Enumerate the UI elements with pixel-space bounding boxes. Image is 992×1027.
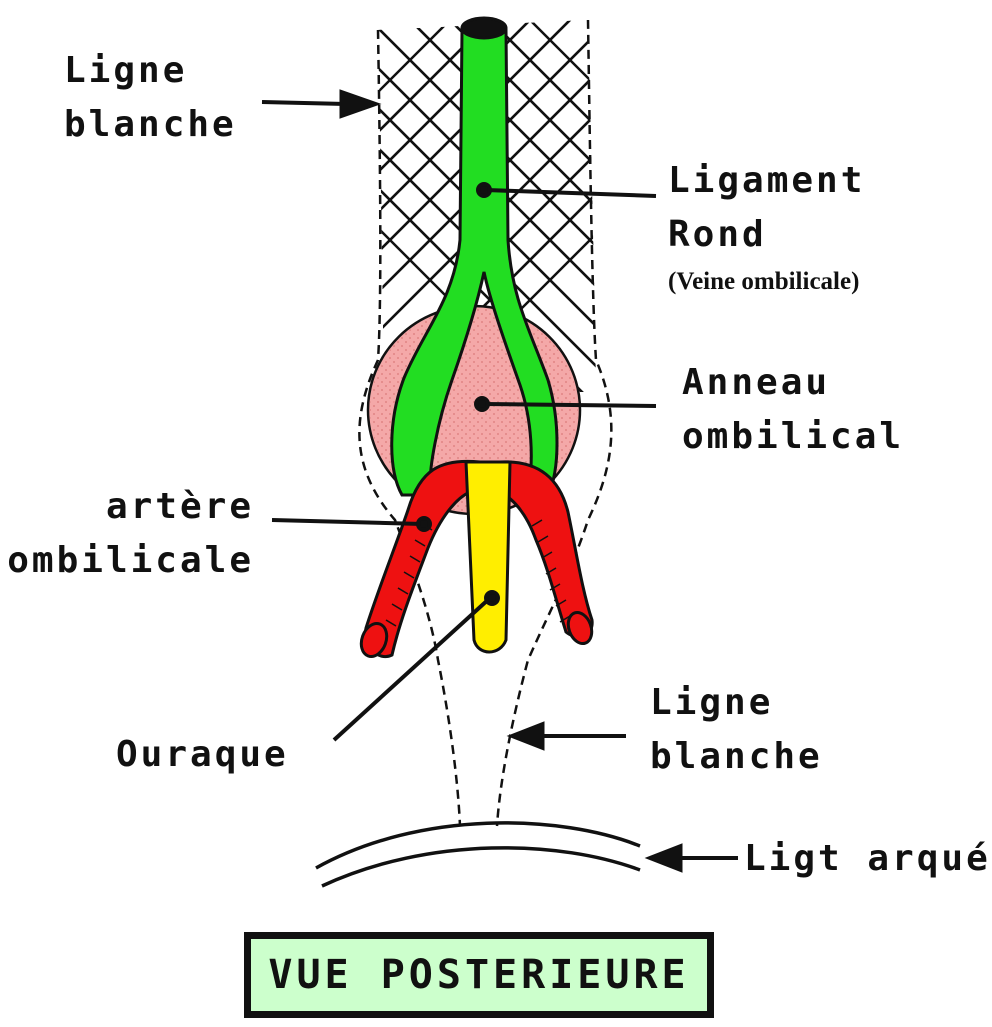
arrow-ligne-blanche-bottom: [508, 722, 626, 750]
label-ligt-arque: Ligt arqué: [744, 832, 991, 886]
label-ligne-blanche-top-line1: Ligne: [64, 44, 237, 98]
label-artere-ombilicale-line2: ombilicale: [7, 534, 254, 588]
label-ligne-blanche-bottom: Ligne blanche: [650, 676, 823, 784]
label-ligne-blanche-bottom-line2: blanche: [650, 730, 823, 784]
label-anneau-ombilical-line2: ombilical: [682, 410, 904, 464]
label-ligament-rond-line1: Ligament: [668, 154, 865, 208]
label-ouraque: Ouraque: [116, 728, 289, 782]
label-artere-ombilicale: artère ombilicale: [7, 480, 254, 588]
label-ligne-blanche-top-line2: blanche: [64, 98, 237, 152]
label-ligne-blanche-bottom-line1: Ligne: [650, 676, 823, 730]
label-anneau-ombilical-line1: Anneau: [682, 356, 904, 410]
label-veine-ombilicale: (Veine ombilicale): [668, 268, 859, 296]
label-ligne-blanche-top: Ligne blanche: [64, 44, 237, 152]
label-ligament-rond: Ligament Rond: [668, 154, 865, 262]
arrow-ligt-arque: [646, 844, 738, 872]
label-ligament-rond-line2: Rond: [668, 208, 865, 262]
label-anneau-ombilical: Anneau ombilical: [682, 356, 904, 464]
diagram-title: VUE POSTERIEURE: [268, 952, 689, 998]
arrow-ligne-blanche-top: [262, 90, 380, 118]
urachus: [466, 462, 510, 652]
title-box: VUE POSTERIEURE: [244, 932, 714, 1018]
arcuate-ligament: [316, 823, 640, 886]
label-artere-ombilicale-line1: artère: [7, 480, 254, 534]
